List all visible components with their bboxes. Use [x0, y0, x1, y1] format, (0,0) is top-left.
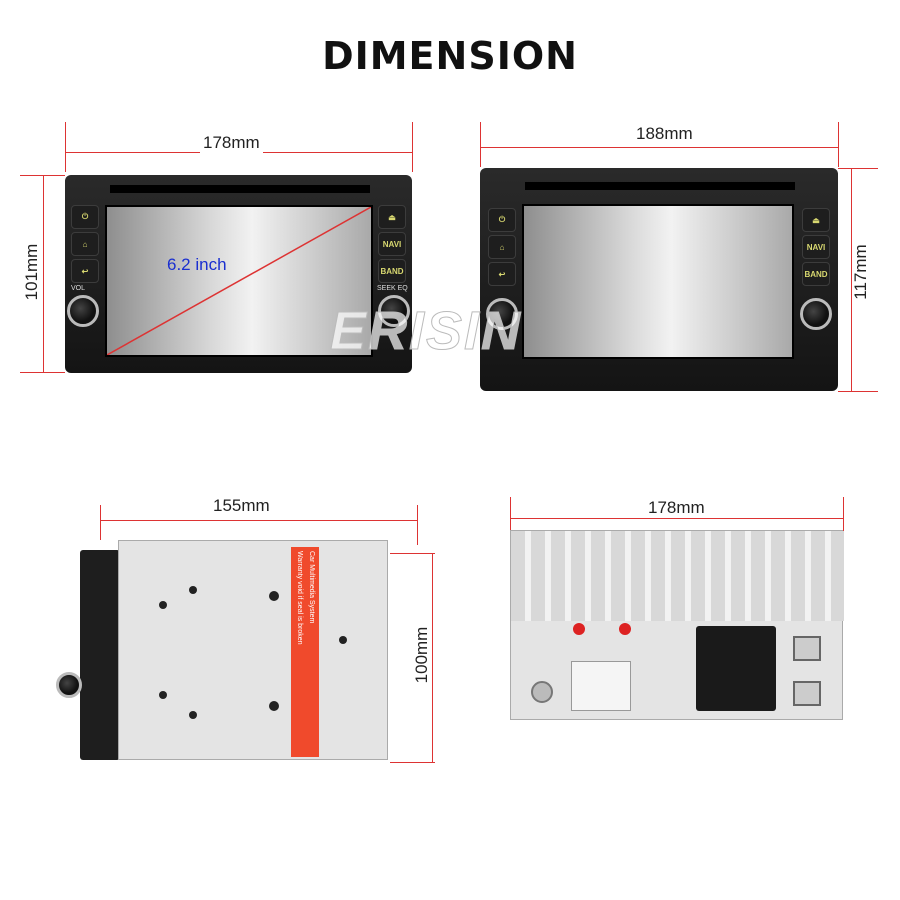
page-title: DIMENSION [322, 34, 578, 78]
dimension-line [417, 505, 418, 545]
dimension-line [390, 762, 435, 763]
eject-button[interactable]: ⏏ [378, 205, 406, 229]
screw-hole [159, 691, 167, 699]
seek-knob[interactable] [800, 298, 832, 330]
band-button[interactable]: BAND [378, 259, 406, 283]
dimension-line [838, 122, 839, 167]
warranty-seal-label: Car Multimedia System Warranty void if se… [291, 547, 319, 757]
height-label: 100mm [412, 626, 431, 684]
home-button[interactable]: ⌂ [71, 232, 99, 256]
disc-slot [525, 182, 795, 190]
navi-button[interactable]: NAVI [802, 235, 830, 259]
rear-chassis [510, 530, 844, 720]
width-label: 178mm [645, 498, 708, 518]
screw-hole [159, 601, 167, 609]
iso-connector-white [571, 661, 631, 711]
dimension-line [390, 553, 435, 554]
height-dimension-line [851, 168, 852, 391]
seek-label: SEEK [377, 285, 396, 292]
seek-knob[interactable] [378, 295, 410, 327]
dimension-line [838, 391, 878, 392]
head-unit-front-small: 6.2 inch ⏻ ⌂ ↩ VOL ⏏ NAVI BAND SEEK EQ [65, 175, 412, 373]
width-label: 178mm [200, 133, 263, 153]
seal-line-2: Warranty void if seal is broken [296, 551, 303, 645]
eject-button[interactable]: ⏏ [802, 208, 830, 232]
home-button[interactable]: ⌂ [488, 235, 516, 259]
vol-label: VOL [71, 285, 86, 292]
navi-button[interactable]: NAVI [378, 232, 406, 256]
rca-red-right [619, 623, 631, 635]
height-label: 101mm [22, 243, 41, 301]
dimension-line [20, 372, 65, 373]
screen [522, 204, 794, 359]
dimension-line [20, 175, 65, 176]
head-unit-front-large: ⏻ ⌂ ↩ ⏏ NAVI BAND [480, 168, 838, 391]
width-dimension-line [510, 518, 843, 519]
power-button[interactable]: ⏻ [488, 208, 516, 232]
screw-hole [339, 636, 347, 644]
volume-knob[interactable] [67, 295, 99, 327]
faceplate-side [80, 550, 120, 760]
main-harness-connector [696, 626, 776, 711]
seal-line-1: Car Multimedia System [308, 551, 315, 624]
side-chassis: Car Multimedia System Warranty void if se… [118, 540, 388, 760]
antenna-port [531, 681, 553, 703]
rca-red-left [573, 623, 585, 635]
depth-label: 155mm [210, 496, 273, 516]
height-label: 117mm [851, 244, 870, 300]
band-button[interactable]: BAND [802, 262, 830, 286]
width-dimension-line [480, 147, 838, 148]
height-dimension-line [432, 553, 433, 762]
heatsink-fins [511, 531, 844, 621]
diagonal-line [107, 207, 371, 355]
screw-hole [269, 701, 279, 711]
dimension-line [412, 122, 413, 172]
screen: 6.2 inch [105, 205, 373, 357]
seek-eq-label: SEEK EQ [377, 285, 408, 292]
back-button[interactable]: ↩ [488, 262, 516, 286]
height-dimension-line [43, 175, 44, 372]
screen-size-label: 6.2 inch [167, 255, 227, 274]
usb-port-1 [793, 636, 821, 661]
width-label: 188mm [633, 124, 696, 144]
dimension-line [510, 497, 511, 537]
screw-hole [189, 586, 197, 594]
eq-label: EQ [397, 285, 408, 292]
back-button[interactable]: ↩ [71, 259, 99, 283]
dimension-line [100, 505, 101, 540]
dimension-line [838, 168, 878, 169]
watermark-logo: ERISIN [329, 301, 523, 362]
disc-slot [110, 185, 370, 193]
dimension-line [843, 497, 844, 537]
power-button[interactable]: ⏻ [71, 205, 99, 229]
volume-knob[interactable] [486, 298, 518, 330]
screw-hole [189, 711, 197, 719]
dimension-line [480, 122, 481, 167]
dimension-line [65, 122, 66, 172]
depth-dimension-line [100, 520, 417, 521]
knob-side [56, 672, 82, 698]
screw-hole [269, 591, 279, 601]
usb-port-2 [793, 681, 821, 706]
